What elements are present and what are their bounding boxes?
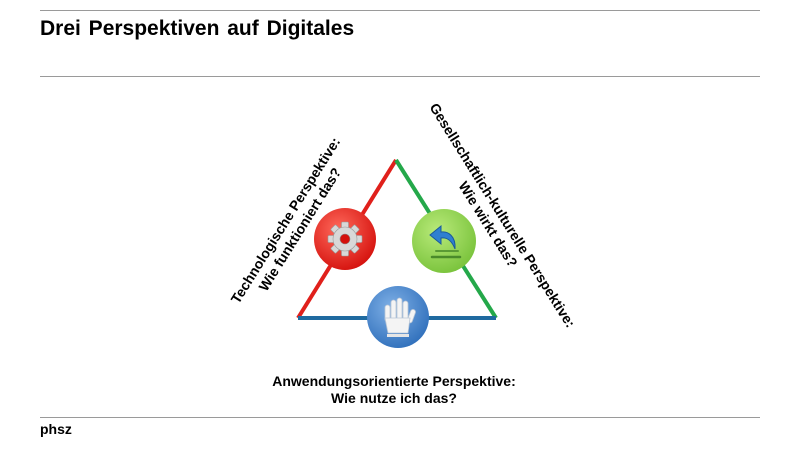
application-perspective-title: Anwendungsorientierte Perspektive: xyxy=(272,373,516,389)
slide-title: Drei Perspektiven auf Digitales xyxy=(40,17,355,40)
top-rule xyxy=(40,10,760,11)
application-perspective-question: Wie nutze ich das? xyxy=(331,390,457,406)
footer-logo-text: phsz xyxy=(40,421,72,437)
footer-rule xyxy=(40,417,760,418)
gear-icon xyxy=(314,208,376,270)
title-rule xyxy=(40,76,760,77)
application-perspective-label: Anwendungsorientierte Perspektive: Wie n… xyxy=(272,373,516,407)
hand-icon xyxy=(367,286,429,348)
return-arrow-icon xyxy=(412,209,476,273)
